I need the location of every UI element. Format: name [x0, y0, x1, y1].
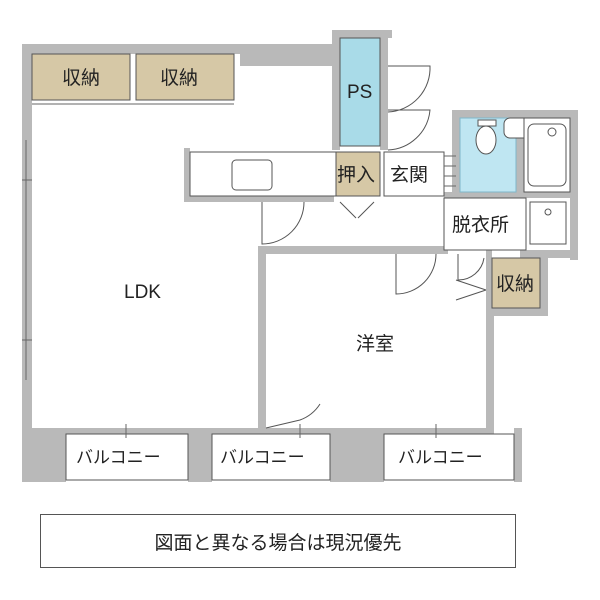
- ps-label: PS: [347, 82, 372, 103]
- ldk-label: LDK: [124, 282, 161, 303]
- wall-dressing-bottom: [520, 250, 578, 258]
- wall-bottom-right-post: [514, 428, 522, 482]
- wall-bath-left: [452, 110, 460, 192]
- wall-bottom-mid-block2: [330, 428, 384, 482]
- storage-label-1: 収納: [62, 67, 100, 89]
- storage-label-2: 収納: [160, 67, 198, 89]
- wall-bath-right: [570, 110, 578, 260]
- wall-storage3-bottom: [486, 308, 548, 316]
- storage-room-1: [31, 53, 131, 101]
- wall-bath-top: [452, 110, 578, 118]
- storage-room-2: [135, 53, 235, 101]
- dressing-label: 脱衣所: [452, 214, 509, 236]
- balcony-label-2: バルコニー: [220, 448, 305, 467]
- wall-ps-left: [332, 30, 340, 150]
- balcony-label-3: バルコニー: [398, 448, 483, 467]
- wall-kitchen-left: [184, 148, 190, 200]
- toilet-fixture: [475, 125, 497, 155]
- oshiire-label: 押入: [337, 164, 375, 186]
- wall-ldk-western: [258, 246, 448, 254]
- entrance-label: 玄関: [390, 164, 428, 186]
- ps-shaft: [339, 37, 381, 147]
- wall-storage3-left: [486, 250, 492, 314]
- entrance-step: [444, 155, 456, 187]
- western-label: 洋室: [356, 333, 394, 355]
- toilet-tank: [477, 119, 497, 127]
- wall-ps-right: [380, 30, 388, 150]
- storage3-door: [455, 279, 487, 301]
- entrance-door-upper: [387, 65, 431, 113]
- bath-drain-icon: [547, 127, 557, 137]
- washer-drain-icon: [544, 208, 552, 216]
- wall-bath-divider: [516, 118, 524, 196]
- wall-left: [22, 44, 32, 430]
- wall-top-left: [22, 44, 340, 54]
- wall-ps-top: [332, 30, 392, 38]
- western-balcony-door: [265, 403, 321, 429]
- wall-bottom-left-block: [22, 428, 66, 482]
- washing-machine-space: [529, 201, 567, 245]
- wall-top-inner: [240, 54, 336, 66]
- wall-western-left: [258, 246, 266, 432]
- dressing-room: [443, 197, 527, 251]
- entrance-area: [383, 151, 445, 197]
- disclaimer-note: 図面と異なる場合は現況優先: [40, 514, 516, 568]
- balcony-3: [383, 433, 515, 481]
- western-door: [395, 253, 437, 295]
- wall-bottom-line: [30, 428, 490, 434]
- balcony-1: [65, 433, 189, 481]
- dressing-door: [457, 254, 485, 281]
- wall-storage3-right: [540, 250, 548, 314]
- storage-label-3: 収納: [496, 273, 534, 295]
- wall-kitchen-bottom: [184, 196, 334, 202]
- wall-bottom-mid-block1: [188, 428, 212, 482]
- balcony-label-1: バルコニー: [76, 448, 161, 467]
- storage-room-3: [491, 257, 541, 309]
- wall-dressing-top: [444, 192, 578, 198]
- ldk-door: [261, 201, 305, 245]
- kitchen-sink: [231, 159, 273, 191]
- oshiire-door: [339, 201, 375, 219]
- wall-western-right: [486, 316, 494, 434]
- bathtub: [527, 123, 567, 187]
- balcony-2: [211, 433, 331, 481]
- oshiire-closet: [335, 151, 381, 197]
- entrance-door-lower: [387, 109, 431, 151]
